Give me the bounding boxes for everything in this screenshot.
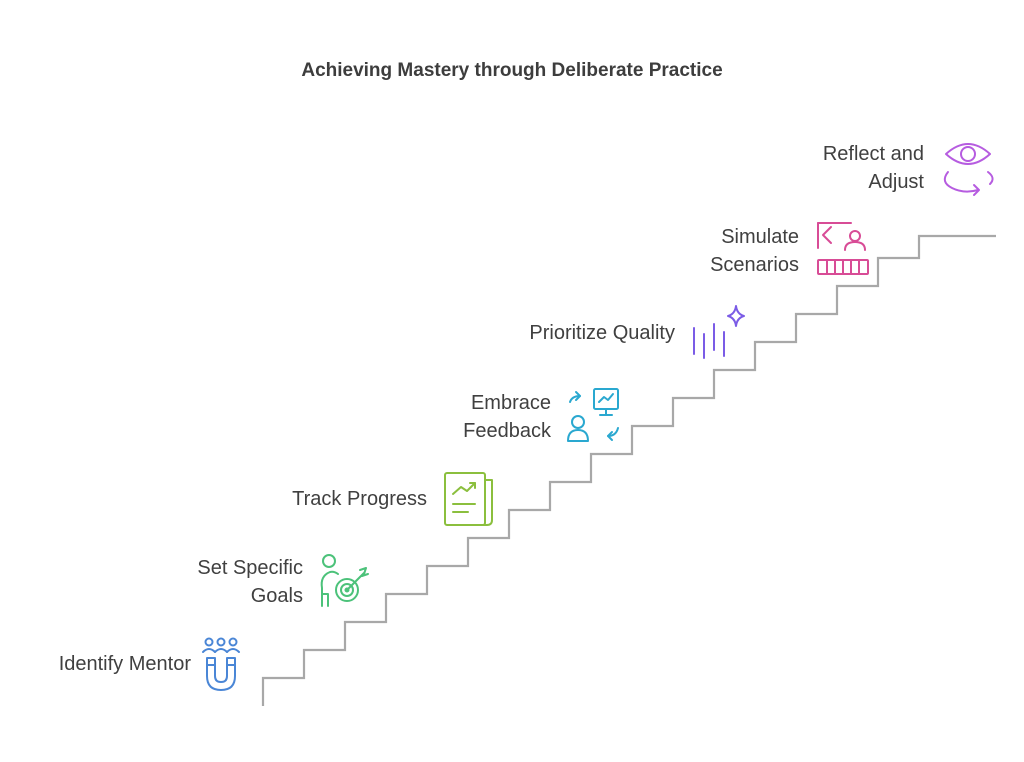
mentor-magnet-icon bbox=[202, 637, 240, 691]
label-line: Identify Mentor bbox=[58, 653, 191, 675]
label-line: Reflect and bbox=[822, 143, 924, 165]
label-line: Feedback bbox=[463, 420, 551, 442]
diagram-title: Achieving Mastery through Deliberate Pra… bbox=[301, 60, 723, 81]
label-line: Goals bbox=[250, 585, 303, 607]
label-line: Prioritize Quality bbox=[529, 322, 675, 344]
progress-report-icon bbox=[444, 472, 493, 526]
step-label-track-progress: Track Progress bbox=[292, 485, 427, 513]
target-goal-icon bbox=[320, 554, 369, 607]
label-line: Embrace bbox=[470, 392, 551, 414]
label-line: Adjust bbox=[868, 171, 924, 193]
step-label-embrace-feedback: Embrace Feedback bbox=[463, 389, 551, 445]
reflect-eye-icon bbox=[943, 143, 994, 196]
quality-sparkle-icon bbox=[693, 305, 745, 359]
step-label-simulate-scenarios: Simulate Scenarios bbox=[710, 223, 799, 279]
staircase-line bbox=[261, 234, 996, 706]
feedback-exchange-icon bbox=[567, 388, 619, 442]
label-line: Simulate bbox=[721, 226, 799, 248]
step-label-identify-mentor: Identify Mentor bbox=[59, 650, 191, 678]
step-label-reflect-and-adjust: Reflect and Adjust bbox=[823, 140, 924, 196]
label-line: Scenarios bbox=[710, 254, 799, 276]
label-line: Set Specific bbox=[197, 557, 303, 579]
label-line: Track Progress bbox=[292, 488, 427, 510]
simulation-icon bbox=[817, 222, 869, 275]
step-label-prioritize-quality: Prioritize Quality bbox=[529, 319, 675, 347]
step-label-set-specific-goals: Set Specific Goals bbox=[197, 554, 303, 610]
